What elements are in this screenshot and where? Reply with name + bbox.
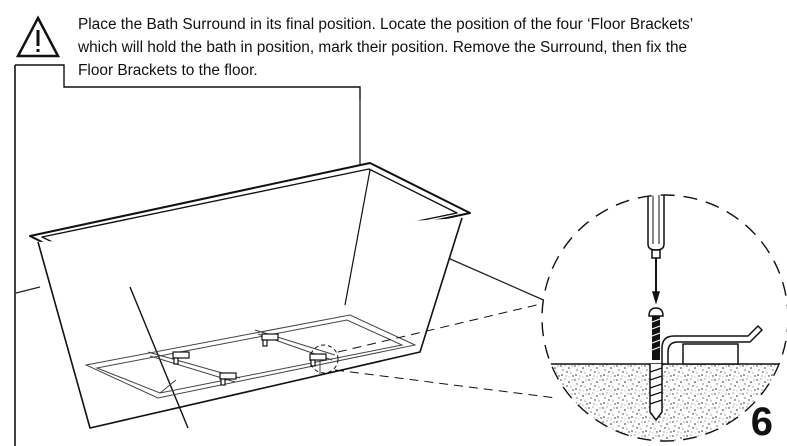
- warning-triangle-icon: [15, 15, 61, 58]
- surround-edge: [682, 343, 739, 365]
- floor-bracket-marker: [261, 333, 279, 347]
- bath-front-wall: [37, 217, 463, 429]
- floor-bracket-markers: [172, 333, 327, 386]
- floor-bracket-marker: [219, 372, 237, 386]
- screwdriver-icon: [647, 195, 665, 305]
- floor-bracket-marker: [309, 353, 327, 367]
- floor-bracket-marker: [172, 351, 190, 365]
- detail-focus-circle: [309, 344, 339, 374]
- instruction-frame: [15, 64, 361, 100]
- bath-surround: [29, 162, 471, 429]
- room-corner: [15, 100, 549, 303]
- floor-bracket: [661, 325, 763, 365]
- screw: [648, 307, 664, 360]
- detail-circle: [541, 194, 787, 442]
- step-number: 6: [750, 400, 773, 444]
- instruction-text: Place the Bath Surround in its final pos…: [78, 16, 693, 79]
- detail-leader-lines: [334, 302, 557, 399]
